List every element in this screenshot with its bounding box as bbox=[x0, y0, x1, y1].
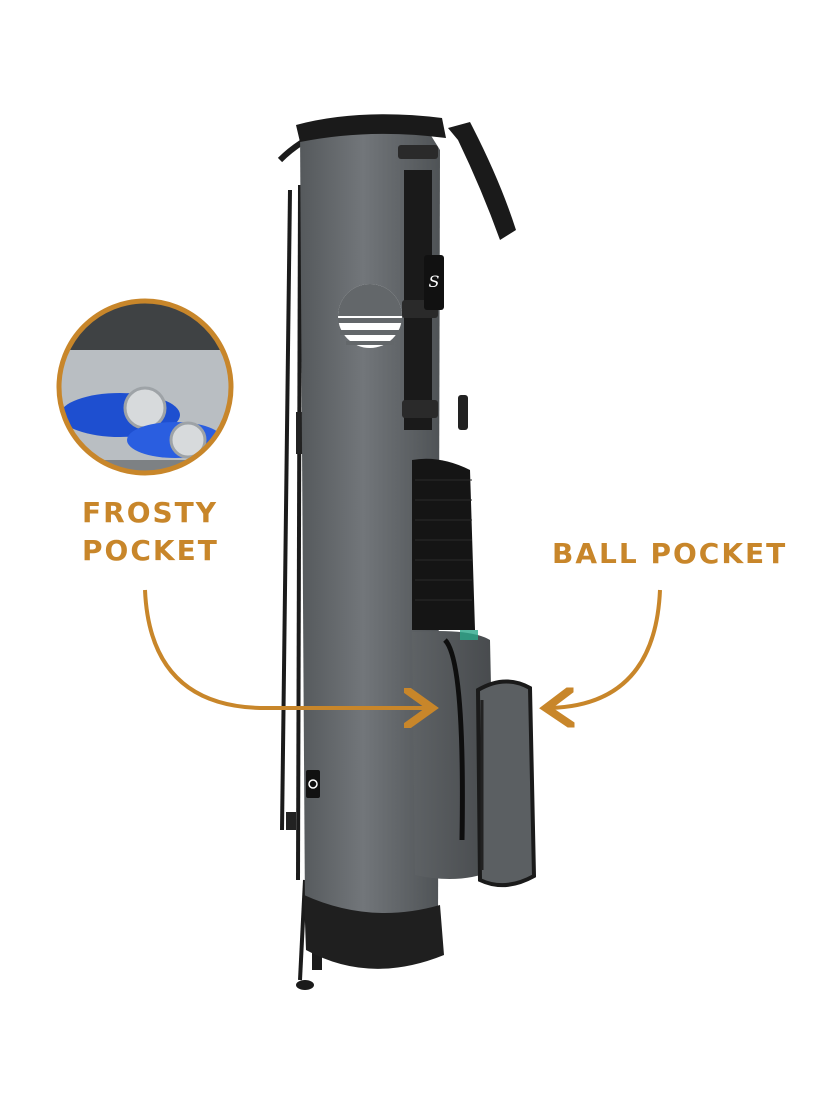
frosty-arrow bbox=[143, 589, 428, 708]
cans-inset-photo bbox=[56, 298, 234, 476]
ball-pocket bbox=[475, 679, 537, 888]
ball-pocket-label: BALL POCKET bbox=[552, 537, 788, 570]
ball-arrow bbox=[550, 589, 662, 708]
sun-wave-logo-icon bbox=[338, 284, 402, 348]
bag-body: S bbox=[296, 114, 475, 969]
svg-text:S: S bbox=[429, 272, 440, 291]
frosty-pocket-label: FROSTY POCKET bbox=[82, 494, 219, 570]
carry-handle bbox=[448, 122, 516, 240]
frosty-pocket-label-line1: FROSTY bbox=[82, 496, 219, 529]
frosty-pocket-label-line2: POCKET bbox=[82, 534, 219, 567]
